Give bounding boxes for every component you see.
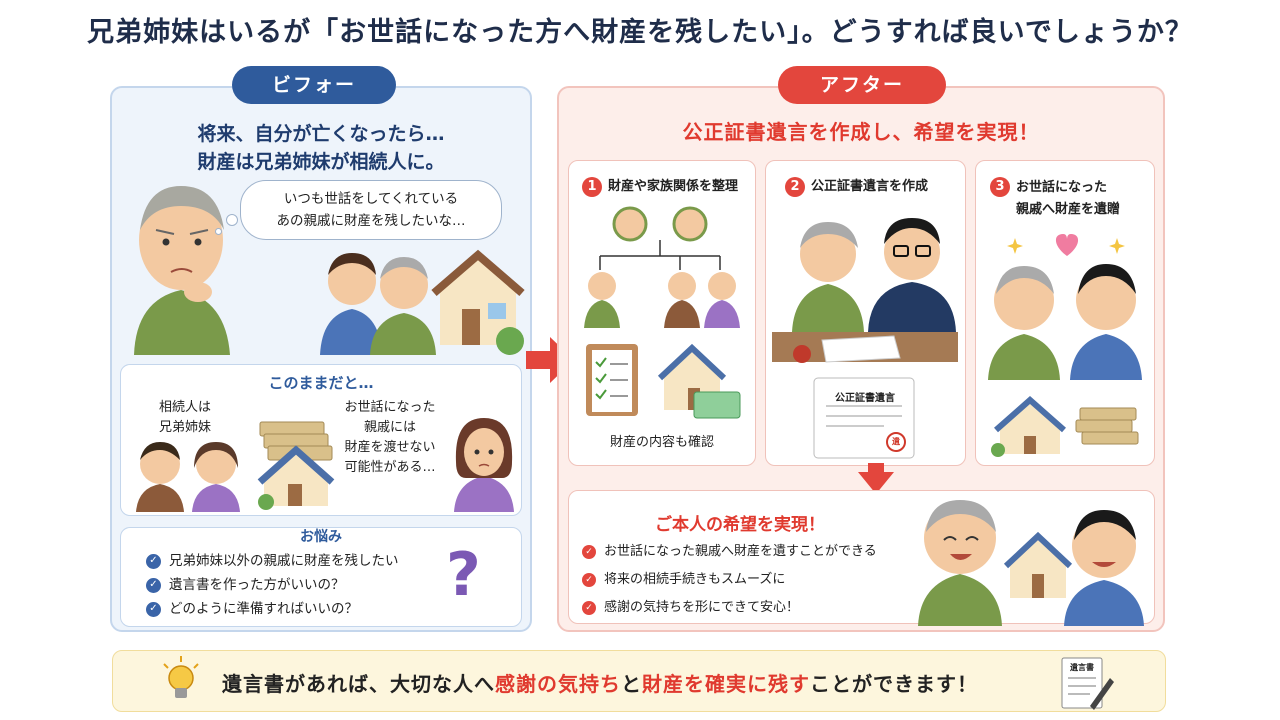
check-icon: ✓ [146,601,161,617]
will-document-pen-icon [1061,657,1114,710]
speech-dot [215,228,222,235]
konomama-title: このままだと… [268,374,374,392]
check-icon: ✓ [582,545,596,559]
siblings-illustration [136,442,240,512]
result-item: ✓ お世話になった親戚へ財産を遺すことができる [582,538,912,566]
down-arrow-icon [858,472,894,494]
cannot-give-text: お世話になった 親戚には 財産を渡せない 可能性がある… [330,398,450,478]
step1-label: 財産や家族関係を整理 [608,179,739,194]
banner-message: 遺言書があれば、大切な人へ感謝の気持ちと財産を確実に残すことができます！ [222,668,978,697]
heirs-line2: 兄弟姉妹 [158,420,211,435]
after-label: アフター [778,66,946,104]
banner-part: ことができます！ [810,672,978,696]
money-house-illustration [257,421,335,510]
notarial-deed-document-icon [813,377,915,459]
step-number: 1 [582,177,602,197]
bottom-banner [112,650,1166,712]
check-icon: ✓ [582,573,596,587]
seal-icon: 遺 [892,437,900,446]
banner-part: 遺言書があれば、大切な人へ [222,672,495,696]
check-icon: ✓ [582,601,596,615]
speech-line2: あの親戚に財産を残したいな… [276,213,466,229]
before-heading: 将来、自分が亡くなったら… 財産は兄弟姉妹が相続人に。 [110,120,532,176]
result-text: お世話になった親戚へ財産を遺すことができる [604,544,877,559]
step3-heading: 3 お世話になった 親戚へ財産を遺贈 [990,177,1140,221]
heirs-line1: 相続人は [158,400,211,415]
result-text: 感謝の気持ちを形にできて安心！ [604,600,800,615]
worries-box [120,527,522,627]
family-tree-illustration [584,206,740,328]
caregiver-elder-house-illustration [320,249,525,355]
page-title: 兄弟姉妹はいるが「お世話になった方へ財産を残したい」。どうすれば良いでしょうか？ [87,17,1193,48]
result-title: ご本人の希望を実現！ [655,515,825,535]
worry-item: ✓ 兄弟姉妹以外の親戚に財産を残したい [146,549,446,573]
happy-pair-house-illustration [918,500,1144,626]
worried-woman-illustration [454,418,514,512]
cant-line: 可能性がある… [344,460,436,475]
checklist-house-card-illustration [586,343,741,419]
before-label: ビフォー [232,66,396,104]
worry-text: 兄弟姉妹以外の親戚に財産を残したい [169,553,399,569]
speech-line1: いつも世話をしてくれている [283,191,459,207]
worries-list: ✓ 兄弟姉妹以外の親戚に財産を残したい ✓ 遺言書を作った方がいいの？ ✓ どのように… [146,549,446,621]
result-item: ✓ 感謝の気持ちを形にできて安心！ [582,594,912,622]
cant-line: 財産を渡せない [344,440,436,455]
heirs-text: 相続人は 兄弟姉妹 [140,398,230,438]
thankful-pair-illustration [988,264,1142,380]
worry-text: どのように準備すればいいの？ [169,601,358,617]
check-icon: ✓ [146,577,161,593]
lightbulb-icon [163,656,199,698]
will-document-label: 遺言書 [1070,663,1094,672]
cant-line: 親戚には [363,420,416,435]
worry-text: 遺言書を作った方がいいの？ [169,577,345,593]
step3-label-line2: 親戚へ財産を遺贈 [1016,202,1121,217]
worry-item: ✓ 遺言書を作った方がいいの？ [146,573,446,597]
step2-heading: 2 公正証書遺言を作成 [785,177,928,197]
notary-signing-illustration [772,218,958,363]
worry-item: ✓ どのように準備すればいいの？ [146,597,446,621]
before-heading-line1: 将来、自分が亡くなったら… [197,123,445,145]
step2-label: 公正証書遺言を作成 [811,179,929,194]
before-heading-line2: 財産は兄弟姉妹が相続人に。 [197,151,445,173]
step1-heading: 1 財産や家族関係を整理 [582,177,738,197]
heart-sparkle-icon [1007,234,1125,256]
banner-highlight: 感謝の気持ち [495,672,621,696]
step1-sub: 財産の内容も確認 [609,435,714,450]
house-money-illustration [991,395,1139,457]
after-heading: 公正証書遺言を作成し、希望を実現！ [682,120,1040,144]
speech-bubble: いつも世話をしてくれている あの親戚に財産を残したいな… [240,180,502,240]
banner-part: と [621,672,642,696]
step-number: 2 [785,177,805,197]
question-mark-icon: ? [446,540,481,610]
result-text: 将来の相続手続きもスムーズに [604,572,786,587]
cant-line: お世話になった [344,400,436,415]
step3-label-line1: お世話になった [1016,180,1108,195]
check-icon: ✓ [146,553,161,569]
result-list: ✓ お世話になった親戚へ財産を遺すことができる ✓ 将来の相続手続きもスムーズに ✓… [582,538,912,622]
step3-label: お世話になった 親戚へ財産を遺贈 [1016,177,1120,221]
worries-title: お悩み [300,529,342,545]
step-number: 3 [990,177,1010,197]
worried-man-illustration [134,186,230,355]
speech-dot [226,214,238,226]
banner-highlight: 財産を確実に残す [642,672,810,696]
notarial-deed-label: 公正証書遺言 [835,393,895,404]
result-item: ✓ 将来の相続手続きもスムーズに [582,566,912,594]
